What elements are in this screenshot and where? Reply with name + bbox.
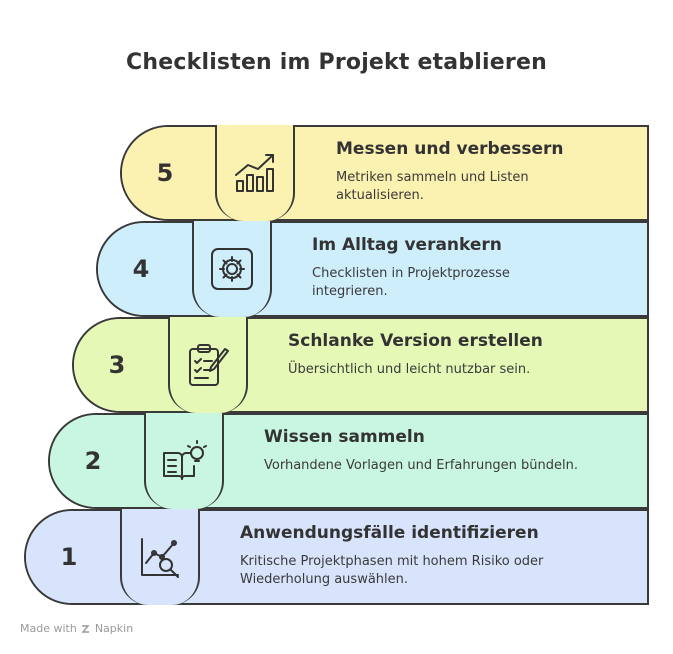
step-4-description: Checklisten in Projektprozesse integrier… [312,266,510,299]
step-5-band [122,127,647,219]
step-3-number: 3 [108,351,126,379]
step-1-description: Kritische Projektphasen mit hohem Risiko… [240,554,544,587]
step-3: 3 Schlanke Version erstellen Übersichtli… [72,317,649,413]
step-1-heading: Anwendungsfälle identifizieren [240,523,539,543]
step-3-text: Schlanke Version erstellen Übersichtlich… [288,331,635,379]
step-4-text: Im Alltag verankern Checklisten in Proje… [312,235,635,301]
step-1: 1 Anwendungsfälle identifizieren Kritisc… [24,509,649,605]
step-4: 4 Im Alltag verankern Checklisten in Pro… [96,221,649,317]
step-2-icon-tab [144,413,224,509]
footer-attribution: Made with Napkin [20,622,133,635]
bar-chart-trend-icon [235,154,274,192]
step-5-description: Metriken sammeln und Listen aktualisiere… [336,170,529,203]
step-4-number: 4 [132,255,150,283]
step-5-heading: Messen und verbessern [336,139,564,159]
clipboard-checklist-icon [189,344,229,386]
step-1-icon-tab [120,509,200,605]
step-5-number: 5 [156,159,174,187]
step-3-icon-tab [168,317,248,413]
footer-made-with: Made with [20,622,77,635]
footer-brand: Napkin [94,622,134,635]
step-5-shape [120,125,649,221]
step-4-band [98,223,647,315]
step-4-heading: Im Alltag verankern [312,235,502,255]
step-1-text: Anwendungsfälle identifizieren Kritische… [240,523,635,589]
page-title: Checklisten im Projekt etablieren [126,50,547,75]
step-2-description: Vorhandene Vorlagen und Erfahrungen bünd… [264,458,579,473]
step-5-icon-tab [215,125,295,221]
step-2-number: 2 [84,447,102,475]
step-2-text: Wissen sammeln Vorhandene Vorlagen und E… [264,427,635,475]
chart-magnifier-icon [141,538,179,578]
step-3-heading: Schlanke Version erstellen [288,331,543,351]
gear-icon [211,248,253,290]
step-4-icon-tab [192,221,272,317]
step-5-text: Messen und verbessern Metriken sammeln u… [336,139,635,205]
step-2: 2 Wissen sammeln Vorhandene Vorlagen und… [48,413,649,509]
step-3-description: Übersichtlich und leicht nutzbar sein. [288,362,531,377]
napkin-logo-icon [81,624,90,633]
book-lightbulb-icon [163,440,207,480]
step-1-number: 1 [60,543,78,571]
step-5: 5 Messen und verbessern Metriken sammeln… [120,125,649,221]
step-4-shape [96,221,649,317]
step-2-heading: Wissen sammeln [264,427,425,447]
